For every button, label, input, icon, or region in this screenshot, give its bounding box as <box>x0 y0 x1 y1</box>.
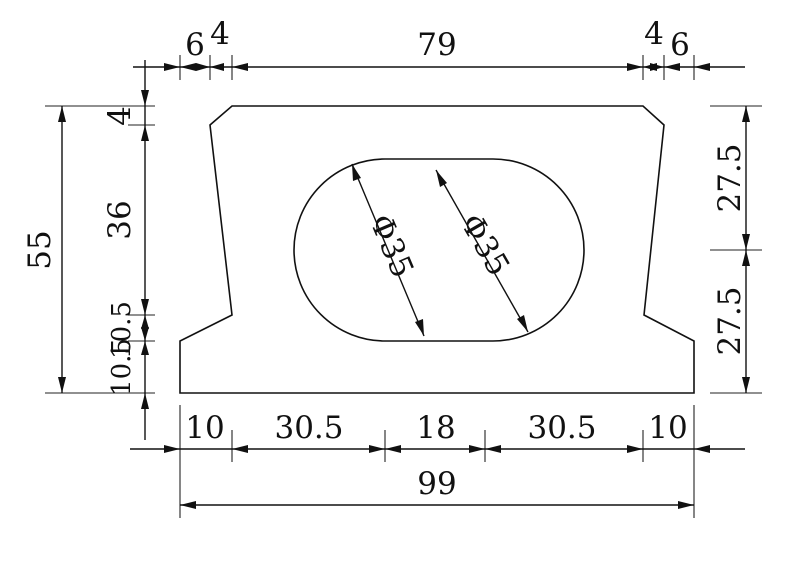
dim-left-4: 4 <box>102 106 138 126</box>
dim-bottom-30-5-right: 30.5 <box>527 410 596 446</box>
dim-top-4-right: 4 <box>644 16 664 52</box>
dim-top-6-left: 6 <box>185 27 205 63</box>
arrowheads <box>58 63 750 509</box>
dim-bottom-30-5-left: 30.5 <box>274 410 343 446</box>
dimension-labels: 6 4 79 4 6 55 4 36 10.5 10.5 27.5 27.5 1… <box>22 16 748 502</box>
extension-lines <box>45 55 762 518</box>
dim-bottom-10-left: 10 <box>185 410 224 446</box>
dim-right-27-5-top: 27.5 <box>712 143 748 212</box>
dim-hole-diameter-left: Φ35 <box>362 209 420 283</box>
dim-left-10-5-b: 10.5 <box>107 338 137 396</box>
dim-bottom-99: 99 <box>417 466 456 502</box>
dim-top-79: 79 <box>417 27 456 63</box>
dim-left-55: 55 <box>22 230 58 269</box>
dim-right-27-5-bottom: 27.5 <box>712 286 748 355</box>
dim-bottom-18: 18 <box>416 410 455 446</box>
slab-outline <box>179 105 695 394</box>
section-outline <box>179 105 695 394</box>
dim-hole-diameter-right: Φ35 <box>453 208 517 282</box>
dim-left-10-5-a: 10.5 <box>107 301 137 359</box>
dim-left-36: 36 <box>102 200 138 239</box>
dim-top-6-right: 6 <box>670 27 690 63</box>
dim-bottom-10-right: 10 <box>648 410 687 446</box>
dim-top-4-left: 4 <box>210 16 230 52</box>
elongated-hole <box>293 158 585 342</box>
